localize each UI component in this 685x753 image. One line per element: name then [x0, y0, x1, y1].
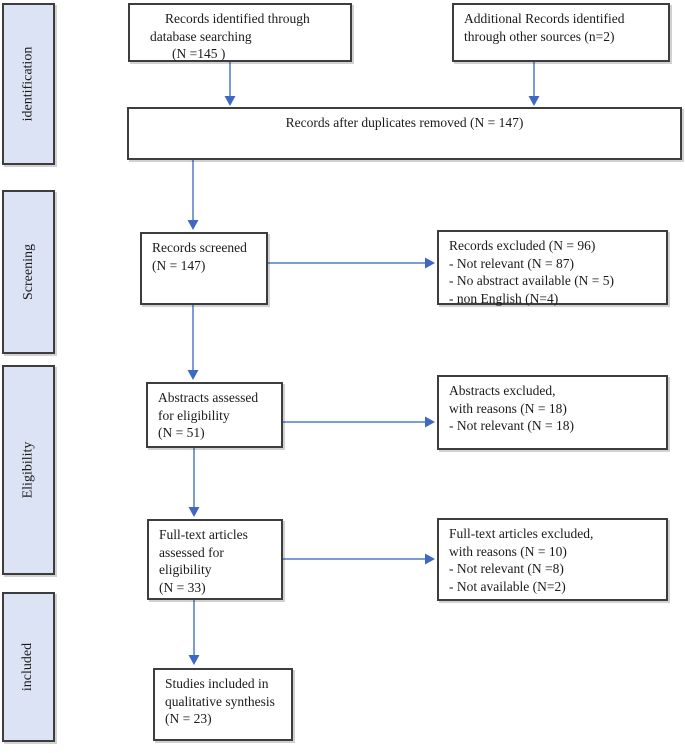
box-fulltext-excluded: Full-text articles excluded, with reason… — [437, 518, 668, 601]
box-text-line: Records screened — [152, 240, 247, 255]
box-text-line: assessed for — [159, 544, 224, 560]
arrow-screened-to-records-excluded — [268, 257, 435, 269]
box-text-line: (N = 51) — [158, 425, 205, 440]
box-text-line: with reasons (N = 18) — [449, 400, 567, 416]
box-text-line: - Not relevant (N =8) — [449, 561, 564, 576]
box-text-line: Abstracts assessed — [158, 390, 259, 405]
box-text-line: (N =145 ) — [172, 46, 226, 61]
box-text-line: qualitative synthesis — [165, 693, 275, 709]
stage-label: included — [20, 642, 36, 692]
box-text-line: Studies included in — [165, 676, 269, 691]
stage-label: Eligibility — [20, 441, 36, 499]
stage-included: included — [2, 592, 55, 742]
arrow-fulltext-to-fulltext-excluded — [283, 553, 435, 565]
box-abstracts-excluded: Abstracts excluded, with reasons (N = 18… — [437, 375, 668, 450]
box-duplicates-removed: Records after duplicates removed (N = 14… — [127, 107, 682, 160]
box-text-line: (N = 33) — [159, 579, 206, 595]
stage-screening: Screening — [2, 190, 55, 354]
box-text-line: Full-text articles — [159, 527, 248, 542]
arrow-abstracts-to-abstracts-excluded — [283, 416, 435, 428]
box-text-line: - Not relevant (N = 87) — [449, 255, 574, 271]
stage-label: Screening — [20, 244, 36, 300]
arrow-identified-to-duplicates — [224, 62, 236, 106]
arrow-fulltext-to-included — [188, 600, 200, 665]
arrow-additional-to-duplicates — [528, 62, 540, 106]
stage-identification: identification — [2, 3, 55, 165]
box-text-line: with reasons (N = 10) — [449, 543, 567, 559]
box-text-line: database searching — [150, 28, 252, 44]
box-text-line: - non English (N=4) — [449, 290, 559, 306]
box-additional-records: Additional Records identified through ot… — [452, 3, 670, 62]
stage-eligibility: Eligibility — [2, 365, 55, 575]
box-text-line: Additional Records identified — [464, 11, 625, 26]
box-text-line: (N = 23) — [165, 711, 212, 726]
box-abstracts-assessed: Abstracts assessed for eligibility (N = … — [146, 382, 283, 448]
box-records-screened: Records screened (N = 147) — [140, 232, 268, 305]
box-text-line: through other sources (n=2) — [464, 28, 615, 44]
box-records-identified: Records identified through database sear… — [128, 3, 352, 62]
arrow-duplicates-to-screened — [187, 160, 199, 230]
stage-label: identification — [20, 46, 36, 122]
box-text-line: Records excluded (N = 96) — [449, 238, 596, 253]
box-text-line: Full-text articles excluded, — [449, 526, 594, 541]
box-text-line: - Not available (N=2) — [449, 578, 566, 594]
box-text-line: Records after duplicates removed (N = 14… — [285, 115, 524, 130]
box-text-line: - No abstract available (N = 5) — [449, 273, 615, 288]
box-fulltext-assessed: Full-text articles assessed for eligibil… — [147, 519, 283, 600]
arrow-abstracts-to-fulltext — [188, 448, 200, 517]
box-text-line: eligibility — [159, 562, 212, 577]
arrow-screened-to-abstracts — [187, 305, 199, 380]
box-text-line: (N = 147) — [152, 257, 206, 273]
box-text-line: Abstracts excluded, — [449, 383, 556, 398]
box-records-excluded: Records excluded (N = 96) - Not relevant… — [437, 230, 668, 306]
box-text-line: Records identified through — [165, 11, 310, 26]
box-text-line: for eligibility — [158, 407, 230, 423]
box-studies-included: Studies included in qualitative synthesi… — [153, 668, 293, 741]
box-text-line: - Not relevant (N = 18) — [449, 418, 574, 433]
